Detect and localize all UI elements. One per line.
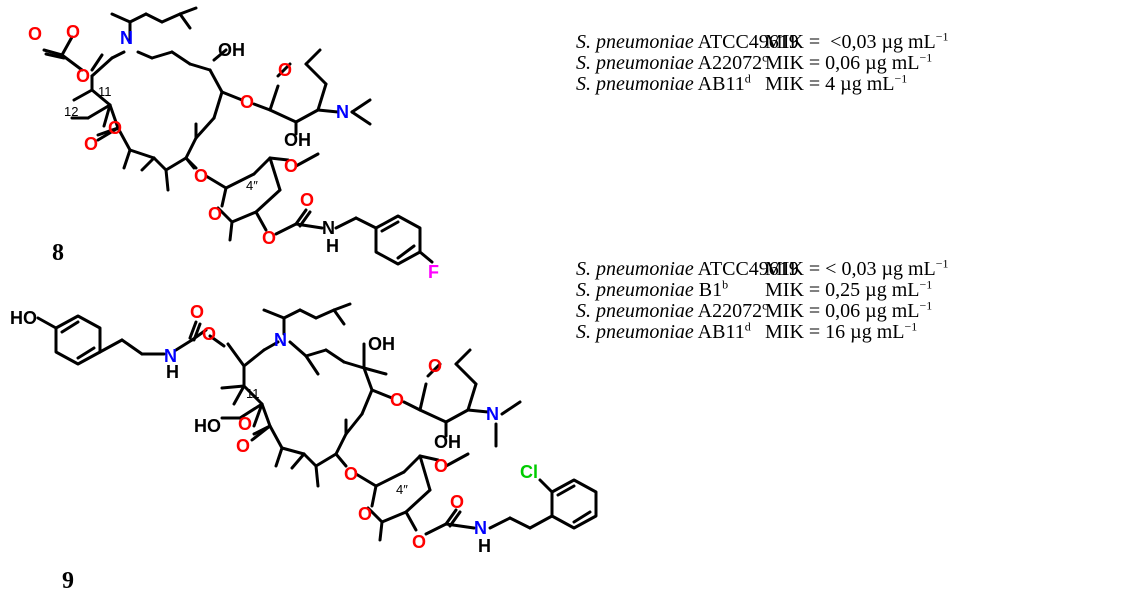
atom-n: N bbox=[274, 330, 287, 350]
atom-n: N bbox=[164, 346, 177, 366]
locant-11: 11 bbox=[246, 386, 260, 401]
atom-n: N bbox=[486, 404, 499, 424]
atom-o: O bbox=[108, 118, 122, 138]
atom-o: O bbox=[238, 414, 252, 434]
atom-o: O bbox=[344, 464, 358, 484]
atom-o: O bbox=[236, 436, 250, 456]
atom-oh: OH bbox=[434, 432, 461, 452]
macrolactone-ring-8 bbox=[70, 6, 228, 192]
locant-12: 12 bbox=[64, 104, 78, 119]
atom-n: N bbox=[474, 518, 487, 538]
compound-number-9: 9 bbox=[62, 568, 74, 593]
compound-number-8: 8 bbox=[52, 240, 64, 266]
atom-h: H bbox=[166, 362, 179, 382]
atom-o: O bbox=[300, 190, 314, 210]
atom-ho: HO bbox=[194, 416, 221, 436]
locant-4pp: 4″ bbox=[246, 178, 258, 193]
desosamine-8 bbox=[220, 48, 372, 136]
atom-o: O bbox=[66, 22, 80, 42]
ester-bond-9 bbox=[252, 402, 264, 428]
atom-o: O bbox=[450, 492, 464, 512]
carbonyl-bond-9 bbox=[250, 424, 272, 442]
atom-o: O bbox=[390, 390, 404, 410]
compound-9-atoms: HO N H O O N OH O O OH N HO O O O O O O … bbox=[10, 302, 538, 556]
atom-o: O bbox=[194, 166, 208, 186]
atom-o: O bbox=[434, 456, 448, 476]
atom-cl: Cl bbox=[520, 462, 538, 482]
ester-bond-8 bbox=[102, 103, 112, 128]
atom-oh: OH bbox=[368, 334, 395, 354]
locant-11: 11 bbox=[98, 84, 112, 99]
atom-o: O bbox=[28, 24, 42, 44]
desosamine-9 bbox=[370, 348, 522, 448]
carbonyl-bond-8a bbox=[96, 126, 120, 142]
locant-4pp: 4″ bbox=[396, 482, 408, 497]
atom-o: O bbox=[76, 66, 90, 86]
atom-ho: HO bbox=[10, 308, 37, 328]
hydroxyphenyl-ethyl-9 bbox=[36, 314, 226, 366]
atom-o: O bbox=[84, 134, 98, 154]
atom-oh: OH bbox=[284, 130, 311, 150]
compound-9-structure bbox=[36, 302, 598, 542]
atom-oh: OH bbox=[218, 40, 245, 60]
cladinose-8 bbox=[184, 152, 434, 266]
cladinose-9 bbox=[334, 452, 598, 542]
compound-8-atoms: O O O N OH O O OH N O O O O O O O N H F … bbox=[28, 22, 439, 282]
atom-h: H bbox=[478, 536, 491, 556]
macrolactone-ring-9 bbox=[220, 302, 388, 488]
atom-h: H bbox=[326, 236, 339, 256]
atom-o: O bbox=[202, 324, 216, 344]
atom-o: O bbox=[358, 504, 372, 524]
atom-o: O bbox=[240, 92, 254, 112]
atom-o: O bbox=[278, 60, 292, 80]
cyclic-carbonate bbox=[42, 35, 104, 72]
atom-n: N bbox=[322, 218, 335, 238]
compound-8-structure bbox=[42, 6, 434, 266]
atom-o: O bbox=[284, 156, 298, 176]
atom-n: N bbox=[336, 102, 349, 122]
atom-o: O bbox=[412, 532, 426, 552]
atom-o: O bbox=[428, 356, 442, 376]
atom-n: N bbox=[120, 28, 133, 48]
atom-o: O bbox=[208, 204, 222, 224]
atom-f: F bbox=[428, 262, 439, 282]
atom-o: O bbox=[262, 228, 276, 248]
atom-o: O bbox=[190, 302, 204, 322]
